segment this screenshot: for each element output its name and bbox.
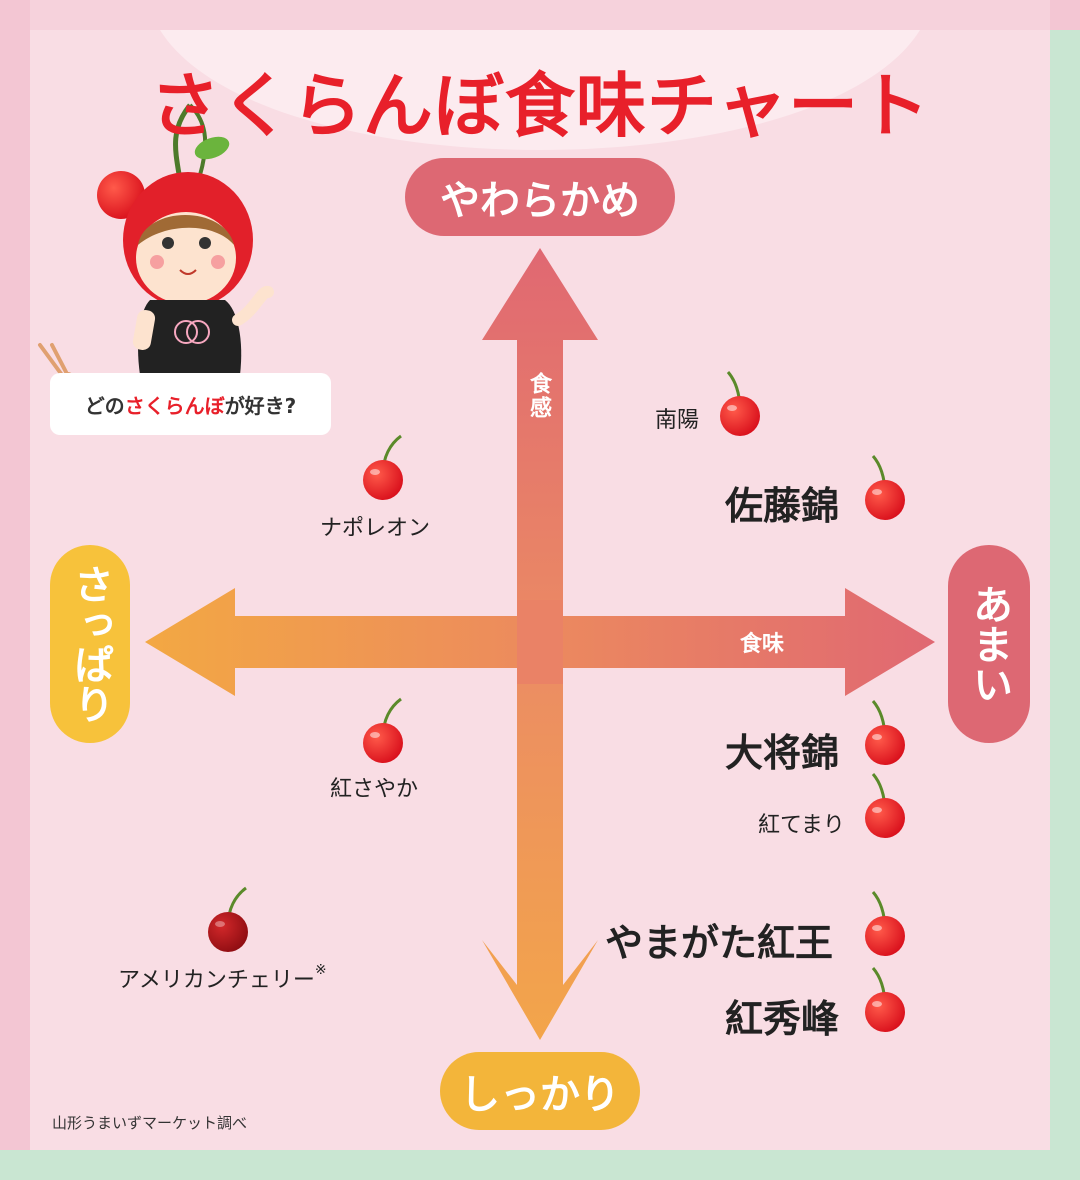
bubble-suffix: が好き? (224, 393, 297, 418)
cherry-icon (865, 773, 905, 838)
cherry-icon (865, 967, 905, 1032)
variety-yamagata-benio: やまがた紅王 (605, 920, 834, 965)
vertical-axis-label: 食感 (526, 372, 551, 420)
variety-american-cherry: アメリカンチェリー※ (118, 962, 327, 994)
cherry-icon (865, 455, 905, 520)
mascot (38, 103, 274, 384)
axis-top-soft: やわらかめ (405, 158, 675, 236)
variety-napoleon: ナポレオン (320, 516, 431, 541)
source-note: 山形うまいずマーケット調べ (52, 1114, 248, 1132)
variety-benitemari: 紅てまり (758, 813, 845, 838)
cherry-icon (363, 697, 403, 763)
horizontal-axis-label: 食味 (740, 632, 785, 657)
bubble-prefix: どの (84, 393, 125, 418)
axis-left-refreshing: さっぱり (50, 545, 130, 743)
axis-right-sweet: あまい (948, 545, 1030, 743)
variety-benishuho: 紅秀峰 (725, 996, 840, 1041)
cherry-icon (865, 700, 905, 765)
cherry-icon (363, 434, 403, 500)
american-cherry-icon (208, 886, 248, 952)
cherry-icon (865, 891, 905, 956)
bubble-highlight: さくらんぼ (124, 393, 225, 418)
variety-american-cherry-name: アメリカンチェリー (118, 968, 315, 993)
variety-nanyo: 南陽 (655, 408, 700, 433)
page-title: さくらんぼ食味チャート (149, 65, 931, 147)
variety-american-cherry-note: ※ (314, 962, 327, 978)
variety-benisayaka: 紅さやか (330, 777, 419, 802)
variety-satonishiki: 佐藤錦 (725, 483, 840, 528)
axis-bottom-firm: しっかり (440, 1052, 640, 1130)
cherry-icon (720, 371, 760, 436)
variety-taishonishiki: 大将錦 (725, 730, 840, 775)
speech-bubble: どのさくらんぼが好き? (50, 373, 331, 435)
